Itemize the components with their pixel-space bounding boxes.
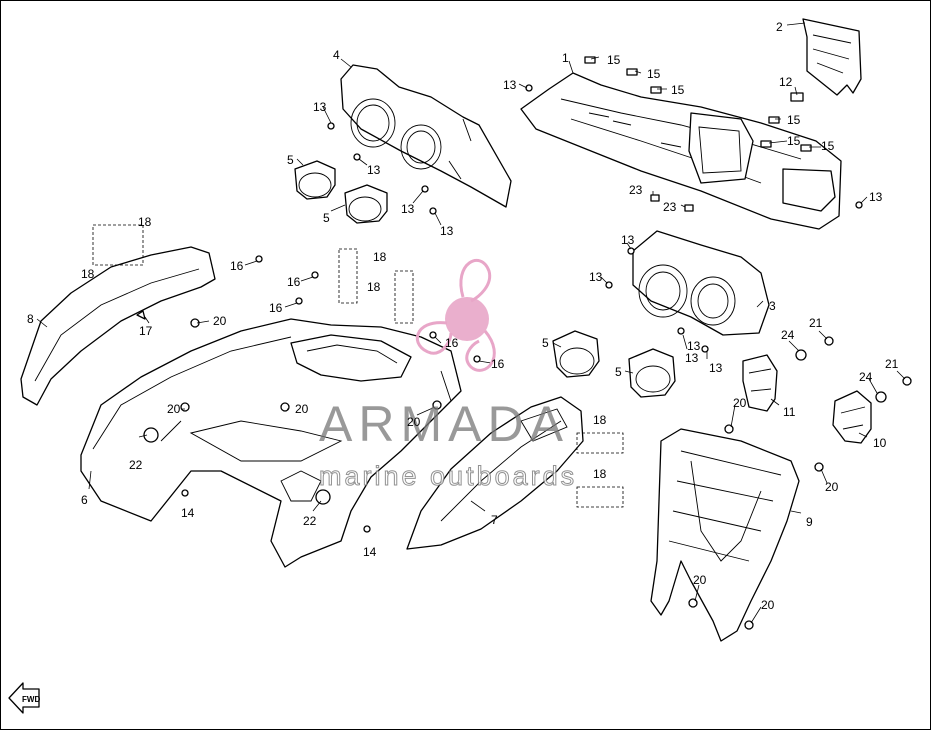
propeller-hub-icon [445,297,489,341]
callout-label: 21 [885,357,899,371]
callout-labels: 1 2 3 4 5 5 5 5 6 7 8 9 10 11 12 13 13 1… [27,20,899,612]
watermark-title: ARMADA [319,396,569,452]
callout-label: 13 [687,339,701,353]
callout-label: 10 [873,436,887,450]
callout-label: 16 [269,301,283,315]
callout-label: 14 [363,545,377,559]
callout-label: 24 [859,370,873,384]
callout-label: 3 [769,299,776,313]
part-5-gauge-lower-right [628,348,676,398]
callout-label: 20 [167,402,181,416]
callout-label: 7 [491,513,498,527]
callout-label: 20 [733,396,747,410]
part-10-mount-bracket [832,390,872,444]
callout-label: 11 [783,405,796,419]
callout-label: 13 [685,351,699,365]
callout-label: 15 [647,67,661,81]
callout-label: 13 [313,100,327,114]
propeller-blade-icon [415,321,453,355]
callout-label: 13 [503,78,517,92]
watermark-subtitle: marine outboards [319,461,577,491]
callout-label: 15 [671,83,685,97]
callout-label: 20 [213,314,227,328]
callout-label: 22 [303,514,317,528]
part-2-bracket [802,18,862,96]
callout-label: 13 [709,361,723,375]
callout-label: 5 [542,336,549,350]
callout-label: 18 [373,250,387,264]
fastener-group-box [576,432,624,454]
part-4-gauge-housing-upper [340,64,512,208]
callout-label: 16 [445,336,459,350]
callout-label: 20 [825,480,839,494]
callout-label: 1 [562,51,569,65]
callout-label: 15 [607,53,621,67]
callout-label: 9 [806,515,813,529]
callout-label: 16 [287,275,301,289]
callout-label: 20 [295,402,309,416]
callout-label: 5 [287,153,294,167]
watermark-logo: ARMADA marine outboards [319,258,577,492]
callout-label: 8 [27,312,34,326]
forward-direction-icon: FWD [8,682,40,714]
part-3-gauge-housing-lower [632,230,770,336]
callout-label: 13 [869,190,883,204]
fastener-group-box [338,248,358,304]
callout-label: 15 [787,134,801,148]
part-6-body-tub [80,318,462,568]
callout-label: 17 [139,324,153,338]
callout-label: 14 [181,506,195,520]
callout-label: 24 [781,328,795,342]
part-8-fender-panel [20,246,216,406]
fastener-group-box [92,224,144,266]
callout-label: 13 [440,224,454,238]
fastener-group-box [576,486,624,508]
fastener-group-box [394,270,414,324]
callout-label: 5 [615,365,622,379]
propeller-blade-icon [459,258,492,303]
callout-label: 20 [693,573,707,587]
leader-lines [36,22,906,624]
part-1-dash-panel [520,72,842,230]
part-5-gauge-upper-right [344,184,388,224]
callout-label: 16 [230,259,244,273]
callout-label: 21 [809,316,823,330]
callout-label: 16 [491,357,505,371]
callout-label: 18 [367,280,381,294]
callout-label: 6 [81,493,88,507]
callout-label: 13 [367,163,381,177]
callout-label: 13 [589,270,603,284]
fastener-hardware [136,56,912,630]
callout-label: 23 [629,183,643,197]
propeller-blade-icon [465,330,496,372]
callout-label: 20 [407,415,421,429]
callout-label: 15 [821,139,835,153]
part-5-gauge-upper-left [294,160,336,200]
callout-label: 18 [593,467,607,481]
callout-label: 22 [129,458,143,472]
callout-label: 18 [138,215,152,229]
part-7-side-panel [406,396,584,550]
part-5-gauge-lower-left [552,330,600,378]
callout-label: 13 [621,233,635,247]
callout-label: 15 [787,113,801,127]
callout-label: 18 [593,413,607,427]
callout-label: 5 [323,211,330,225]
callout-label: 4 [333,48,340,62]
part-11-mount-bracket [742,354,778,412]
forward-label: FWD [22,695,40,704]
callout-label: 20 [761,598,775,612]
callout-label: 23 [663,200,677,214]
callout-label: 13 [401,202,415,216]
callout-label: 18 [81,267,95,281]
part-9-frame-bracket [650,428,800,642]
callout-label: 12 [779,75,793,89]
callout-label: 2 [776,20,783,34]
